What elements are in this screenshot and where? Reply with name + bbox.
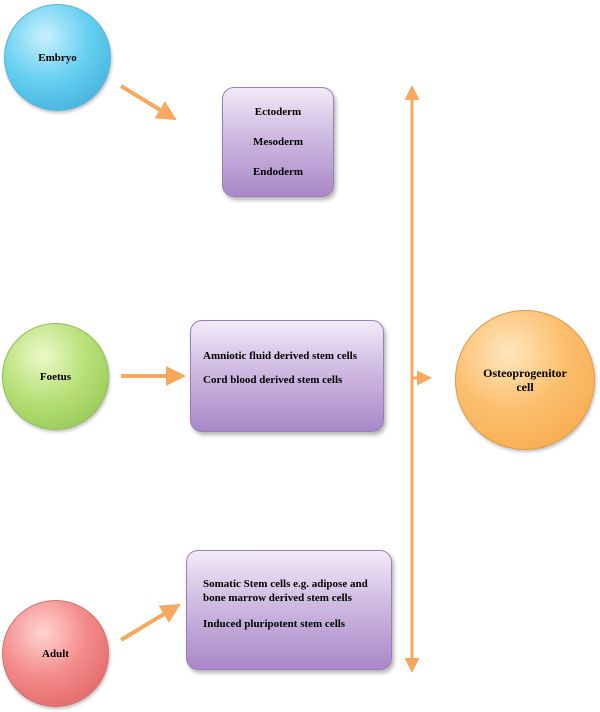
- germ-layers-box: Ectoderm Mesoderm Endoderm: [222, 87, 334, 197]
- induced-pluripotent-cells-text: Induced pluripotent stem cells: [203, 618, 346, 630]
- amniotic-fluid-cells-text: Amniotic fluid derived stem cells: [203, 350, 357, 362]
- osteoprogenitor-circle: Osteoprogenitor cell: [455, 310, 595, 450]
- cord-blood-cells-text: Cord blood derived stem cells: [203, 374, 343, 386]
- germ-layer-ectoderm: Ectoderm: [254, 106, 302, 118]
- adult-label: Adult: [42, 647, 69, 660]
- adult-circle: Adult: [2, 600, 109, 707]
- embryo-label: Embryo: [38, 51, 77, 64]
- germ-layer-mesoderm: Mesoderm: [252, 136, 304, 148]
- adult-arrow: [119, 603, 181, 642]
- embryo-circle: Embryo: [4, 4, 111, 111]
- foetal-stem-cells-box: Amniotic fluid derived stem cells Cord b…: [190, 320, 384, 432]
- adult-stem-cells-box: Somatic Stem cells e.g. adipose and bone…: [186, 550, 392, 670]
- foetus-circle: Foetus: [2, 323, 109, 430]
- germ-layer-endoderm: Endoderm: [252, 166, 304, 178]
- somatic-stem-cells-text-line-2: bone marrow derived stem cells: [203, 592, 352, 604]
- embryo-arrow: [119, 84, 177, 121]
- osteoprogenitor-label-line-2: cell: [516, 380, 534, 394]
- foetus-label: Foetus: [39, 370, 72, 383]
- osteoprogenitor-label-line-1: Osteoprogenitor: [483, 366, 567, 380]
- somatic-stem-cells-text-line-1: Somatic Stem cells e.g. adipose and: [203, 578, 368, 590]
